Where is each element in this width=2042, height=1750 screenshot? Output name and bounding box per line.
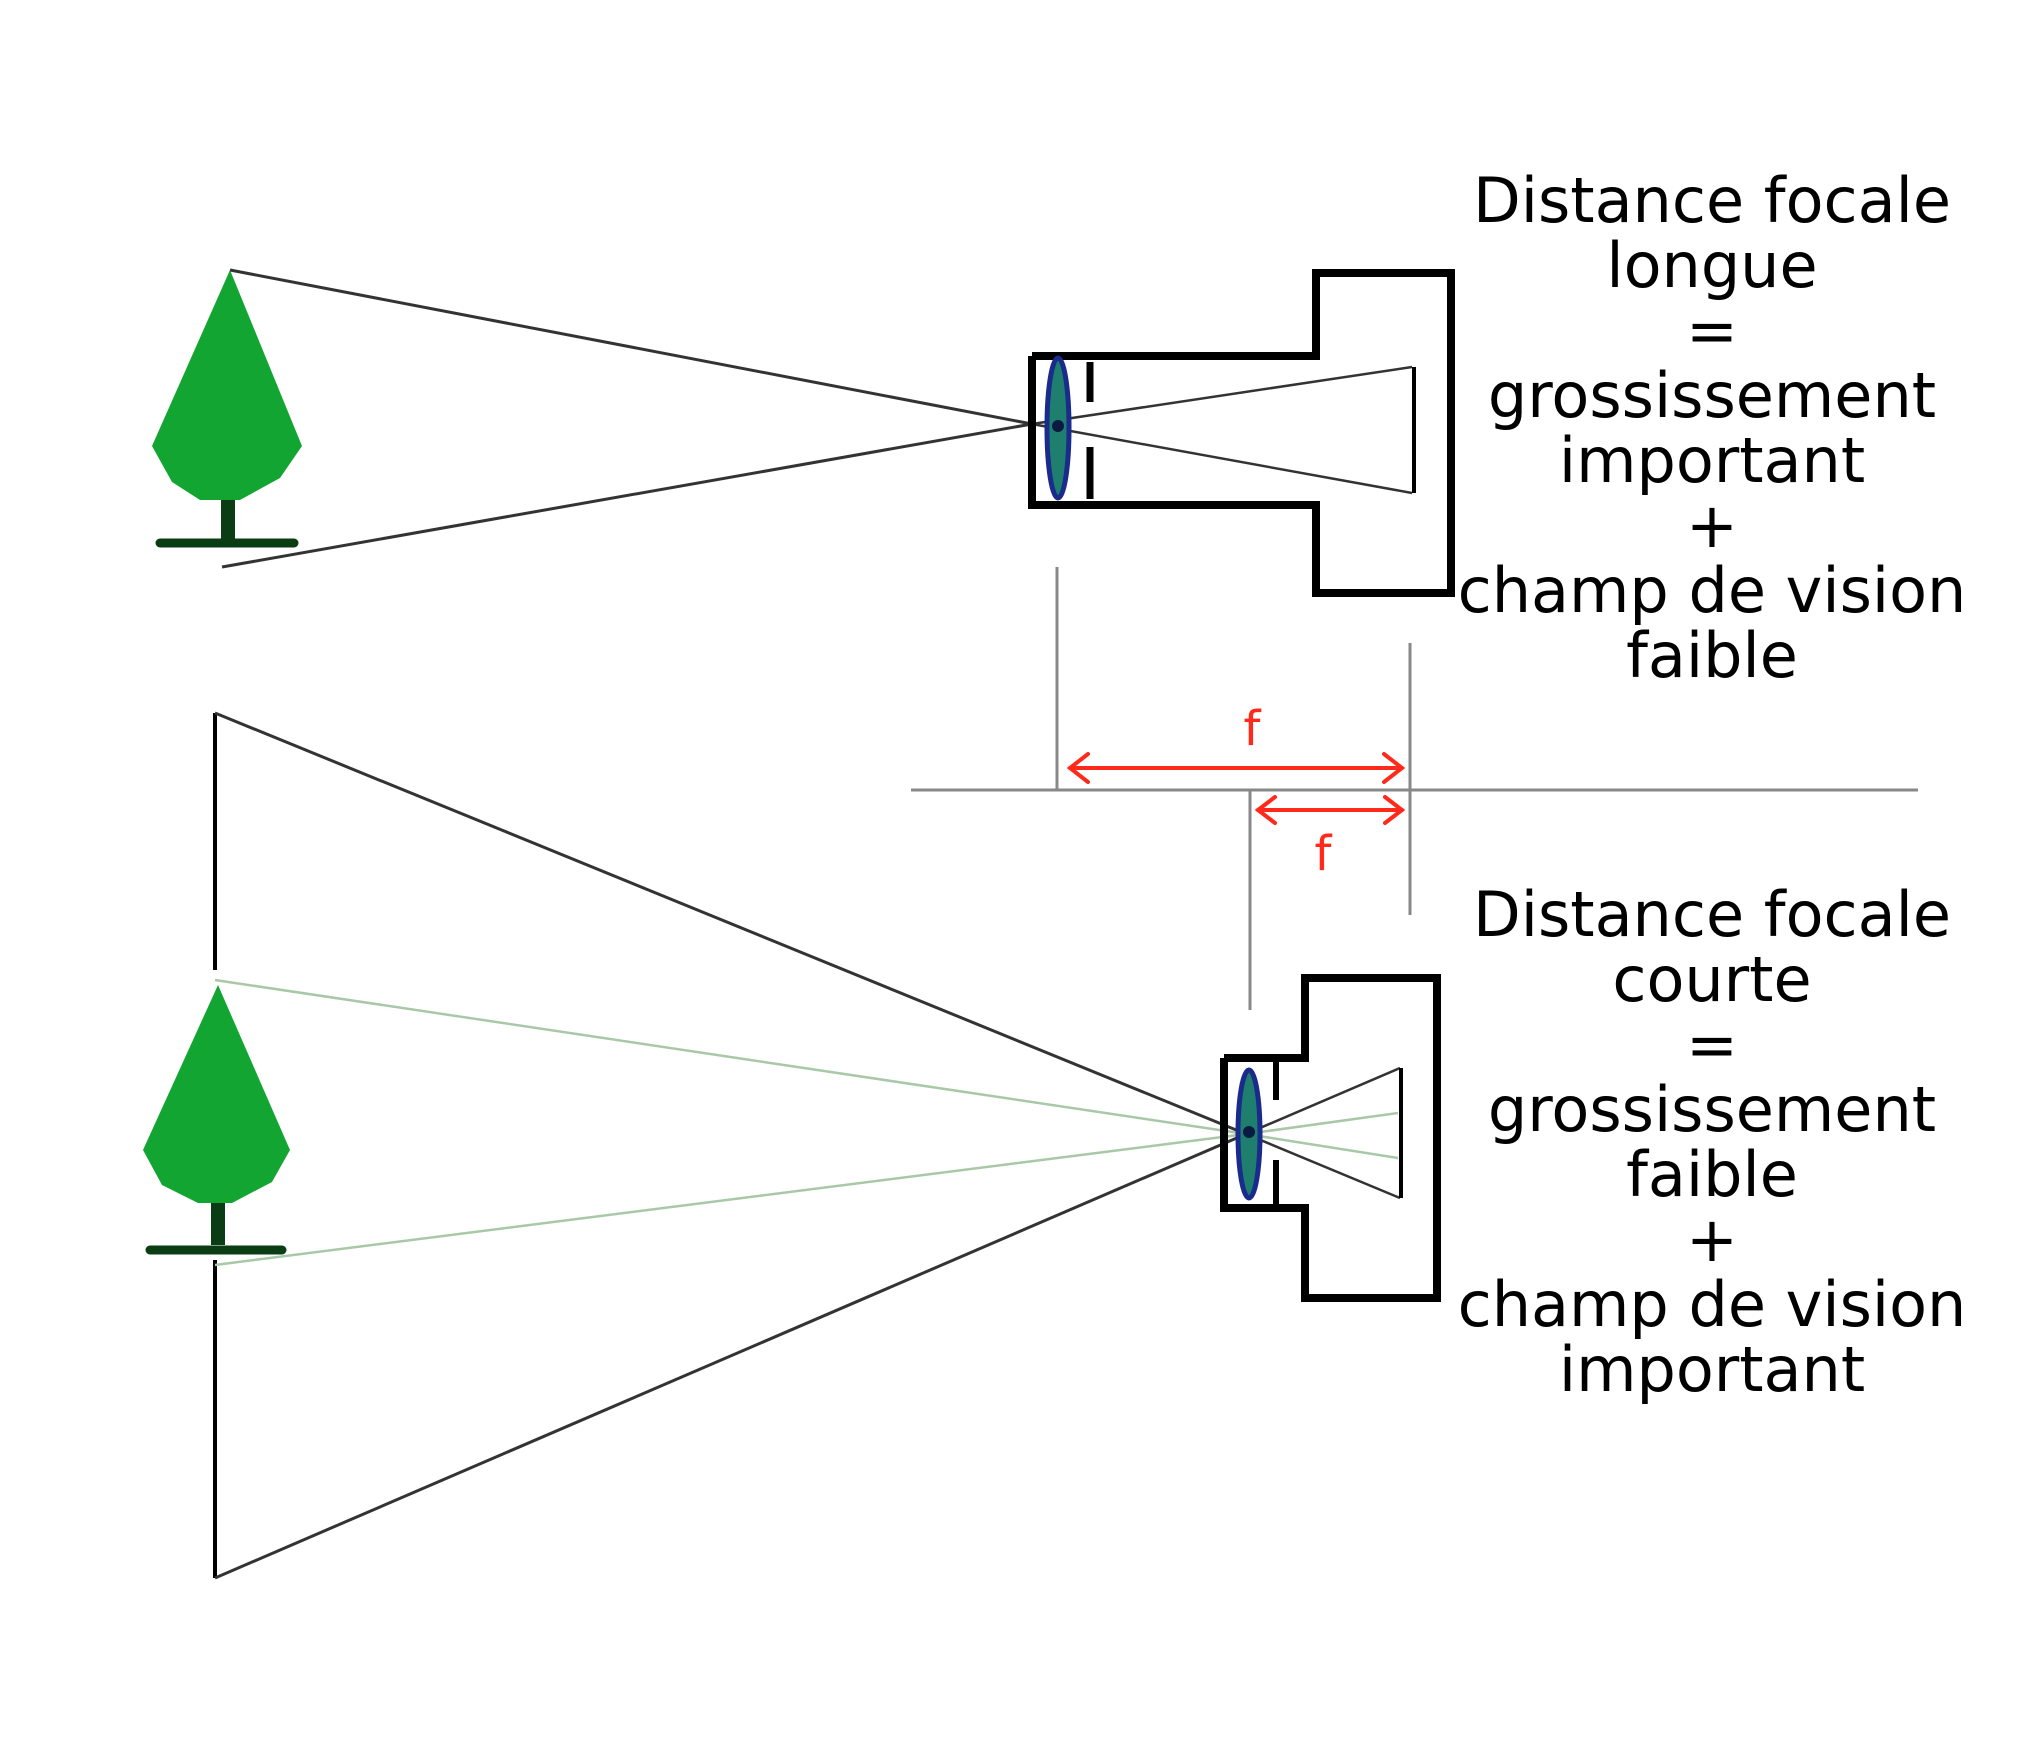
caption-line: grossissement (1488, 1073, 1936, 1146)
camera-body (1220, 974, 1441, 1302)
caption-line: important (1559, 1333, 1865, 1406)
caption-line: champ de vision (1458, 1268, 1967, 1341)
camera-body (1028, 269, 1455, 597)
caption-line: = (1686, 1008, 1738, 1081)
short-focal-arrow (1254, 795, 1406, 825)
tree-icon (143, 985, 290, 1255)
caption-line: champ de vision (1458, 554, 1967, 627)
light-rays (214, 711, 1401, 1580)
caption-line: important (1559, 424, 1865, 497)
tree-rays (214, 978, 1399, 1267)
caption-line: Distance focale (1473, 164, 1951, 237)
caption-line: Distance focale (1473, 878, 1951, 951)
short-focal-scene (143, 711, 1441, 1580)
tree-foliage (143, 985, 290, 1203)
camera-icon (1220, 974, 1441, 1302)
tree-foliage (152, 270, 302, 500)
caption-line: grossissement (1488, 359, 1936, 432)
short-focal-caption: Distance focale courte = grossissement f… (1458, 878, 1967, 1406)
caption-line: + (1686, 489, 1738, 562)
focal-length-measures: f f (911, 567, 1918, 1010)
long-focal-caption: Distance focale longue = grossissement i… (1458, 164, 1967, 692)
caption-line: + (1686, 1203, 1738, 1276)
caption-line: longue (1606, 229, 1817, 302)
caption-line: faible (1626, 619, 1798, 692)
caption-line: courte (1612, 943, 1811, 1016)
long-focal-scene (152, 268, 1455, 597)
caption-line: faible (1626, 1138, 1798, 1211)
camera-icon (1028, 269, 1455, 597)
light-rays (221, 268, 1413, 569)
caption-line: = (1686, 294, 1738, 367)
short-focal-label: f (1315, 826, 1333, 882)
long-focal-arrow (1066, 752, 1406, 784)
long-focal-label: f (1244, 701, 1262, 757)
tree-icon (152, 270, 302, 548)
